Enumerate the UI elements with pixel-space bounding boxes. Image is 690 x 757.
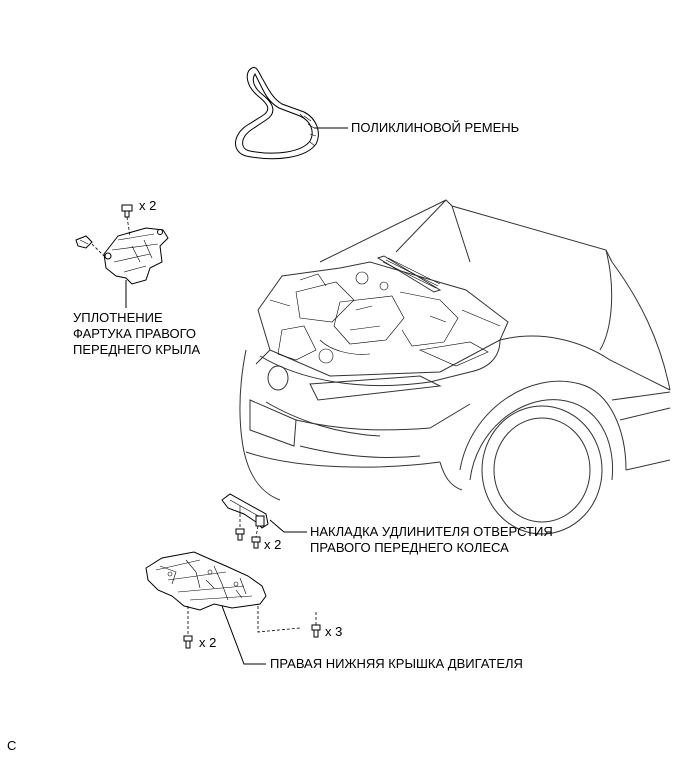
illustration-code: C: [7, 738, 16, 753]
front-wheel: [481, 405, 603, 535]
v-ribbed-belt: [235, 67, 319, 160]
seal-label-line3: ПЕРЕДНЕГО КРЫЛА: [73, 342, 201, 357]
headlight: [309, 375, 442, 401]
belt-label: ПОЛИКЛИНОВОЙ РЕМЕНЬ: [351, 120, 519, 135]
cover-bolt-left-qty: x 2: [199, 635, 216, 650]
extension-bolt-icon-right: [251, 536, 261, 549]
extension-label-line2: ПРАВОГО ПЕРЕДНЕГО КОЛЕСА: [310, 540, 509, 555]
cover-bolt-icon-left: [183, 635, 193, 649]
wheel-opening-extension-pad: [221, 493, 269, 529]
extension-leader-line: [269, 519, 307, 533]
lower-grille: [249, 399, 297, 447]
cover-bolt-icon-right: [311, 624, 321, 638]
seal-label-line1: УПЛОТНЕНИЕ: [73, 310, 163, 325]
fender-apron-seal: [103, 227, 169, 285]
vehicle-front-illustration: [239, 199, 671, 535]
brand-emblem: [267, 365, 289, 391]
extension-bolt-qty: x 2: [264, 537, 281, 552]
cover-leader-line: [221, 605, 266, 665]
seal-screw-qty: x 2: [139, 198, 156, 213]
hood-vent-grille: [376, 255, 442, 293]
seal-screw-icon: [121, 204, 133, 218]
engine-under-cover: [145, 551, 267, 611]
extension-bolt-icon-left: [235, 528, 245, 541]
cover-label: ПРАВАЯ НИЖНЯЯ КРЫШКА ДВИГАТЕЛЯ: [270, 656, 523, 671]
cover-bolt-right-qty: x 3: [325, 624, 342, 639]
seal-clip-icon: [75, 235, 93, 249]
seal-label-line2: ФАРТУКА ПРАВОГО: [73, 326, 196, 341]
extension-label-line1: НАКЛАДКА УДЛИНИТЕЛЯ ОТВЕРСТИЯ: [310, 524, 553, 539]
